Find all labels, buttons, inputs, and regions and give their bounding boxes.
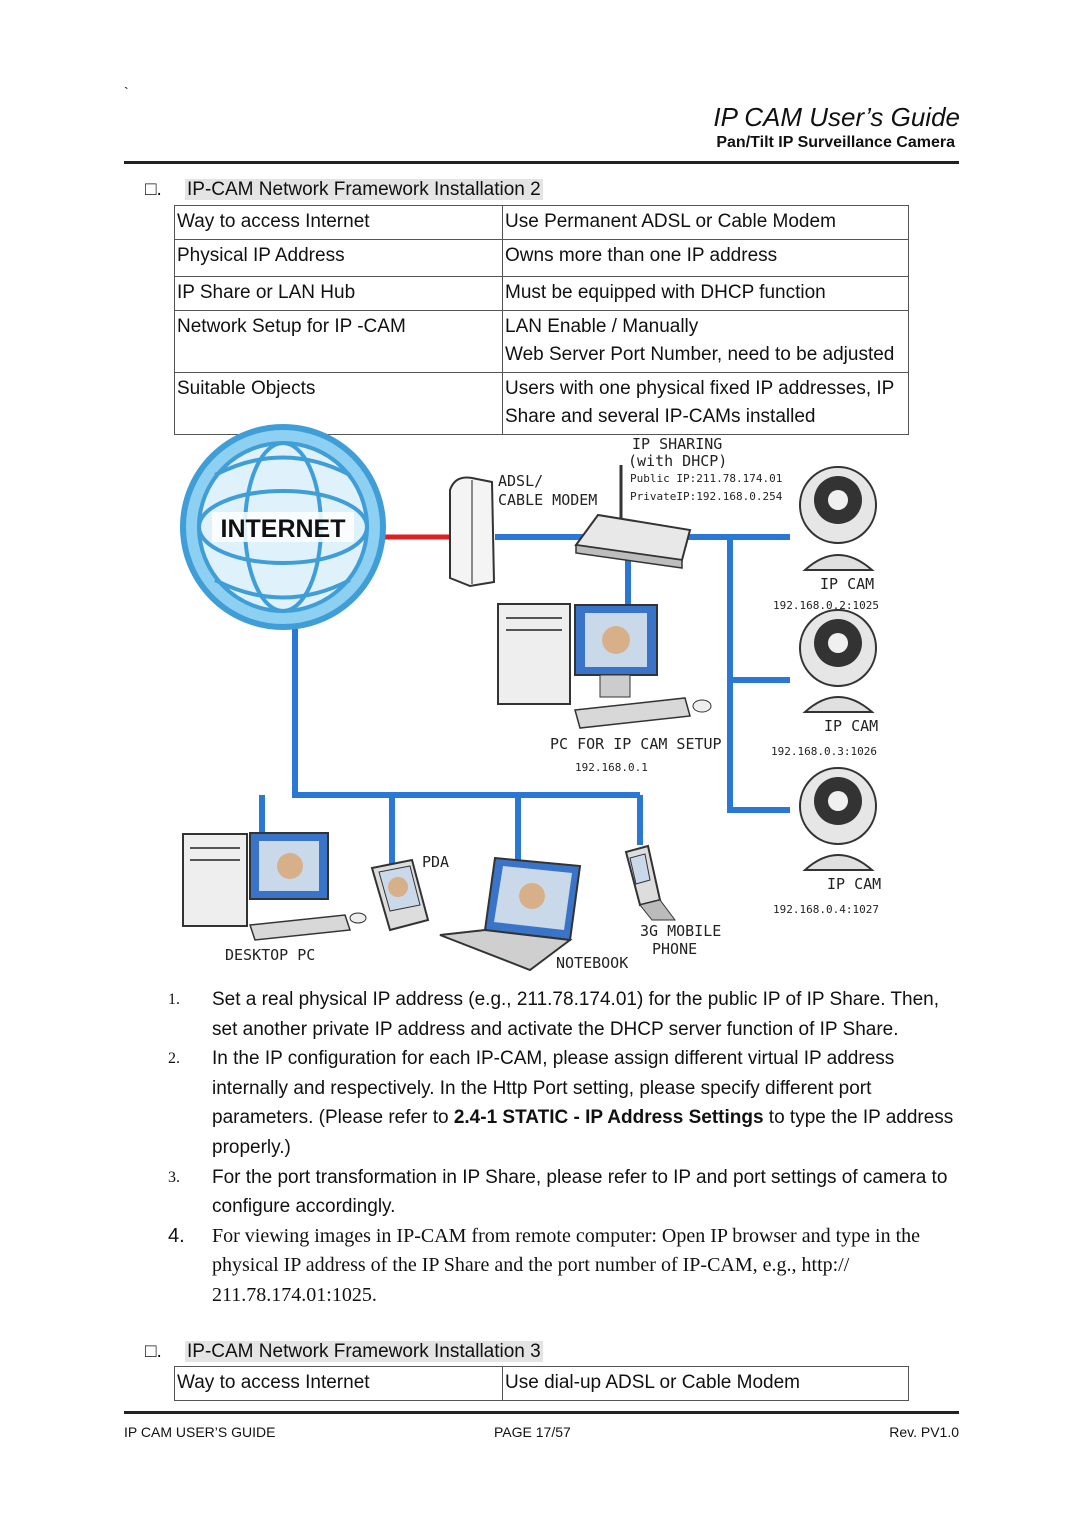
- desktop-pc-label: DESKTOP PC: [225, 946, 315, 964]
- ip-camera-icon: [799, 609, 877, 713]
- router-icon: [574, 465, 692, 569]
- notebook-icon: [439, 856, 582, 972]
- ip-camera-icon: [799, 466, 877, 571]
- internet-label: INTERNET: [221, 515, 346, 543]
- section-title: IP-CAM Network Framework Installation 2: [185, 179, 543, 200]
- modem-label: CABLE MODEM: [498, 491, 597, 509]
- section-number: □.: [145, 179, 162, 200]
- table-key: Physical IP Address: [174, 239, 503, 277]
- footer-revision: Rev. PV1.0: [889, 1424, 959, 1440]
- section-heading-3: □. IP-CAM Network Framework Installation …: [145, 1341, 543, 1363]
- sharing-public-ip: Public IP:211.78.174.01: [630, 472, 782, 485]
- sharing-private-ip: PrivateIP:192.168.0.254: [630, 490, 783, 503]
- table-row: Way to access Internet Use Permanent ADS…: [174, 205, 909, 240]
- page-number: PAGE 17/57: [494, 1424, 571, 1440]
- mobile-label: 3G MOBILE: [640, 922, 721, 940]
- ip-cam-address: 192.168.0.2:1025: [773, 599, 879, 612]
- step-text: For the port transformation in IP Share,…: [212, 1166, 948, 1218]
- mobile-phone-icon: [624, 844, 676, 921]
- sharing-label: (with DHCP): [628, 452, 727, 470]
- step-text: In the IP configuration for each IP-CAM,…: [212, 1048, 895, 1129]
- setup-pc-label: PC FOR IP CAM SETUP: [550, 735, 722, 753]
- mobile-label: PHONE: [652, 940, 697, 958]
- section-heading-2: □. IP-CAM Network Framework Installation …: [145, 179, 543, 201]
- list-item: 2. In the IP configuration for each IP-C…: [168, 1044, 968, 1162]
- modem-label: ADSL/: [498, 472, 543, 490]
- section-number: □.: [145, 1341, 162, 1362]
- table-value: Users with one physical fixed IP address…: [502, 372, 909, 435]
- table-row: Way to access Internet Use dial-up ADSL …: [174, 1366, 909, 1401]
- list-item: 4. For viewing images in IP-CAM from rem…: [168, 1222, 968, 1311]
- footer-doc-name: IP CAM USER’S GUIDE: [124, 1424, 276, 1440]
- list-number: 3.: [168, 1168, 180, 1186]
- table-row: Network Setup for IP -CAM LAN Enable / M…: [174, 310, 909, 373]
- table-value: Use Permanent ADSL or Cable Modem: [502, 205, 909, 240]
- list-number: 4.: [168, 1224, 185, 1247]
- doc-subtitle: Pan/Tilt IP Surveillance Camera: [716, 134, 955, 151]
- modem-icon: [449, 476, 496, 588]
- pda-icon: [370, 858, 430, 932]
- table-key: IP Share or LAN Hub: [174, 276, 503, 311]
- table-key: Suitable Objects: [174, 372, 503, 435]
- table-value: Use dial-up ADSL or Cable Modem: [502, 1366, 909, 1401]
- table-key: Network Setup for IP -CAM: [174, 310, 503, 373]
- desktop-computer-icon: [497, 603, 712, 729]
- table-row: IP Share or LAN Hub Must be equipped wit…: [174, 276, 909, 311]
- header-rule: [124, 161, 959, 164]
- table-value: Must be equipped with DHCP function: [502, 276, 909, 311]
- network-lines: [259, 534, 790, 865]
- setup-pc-ip: 192.168.0.1: [575, 761, 648, 774]
- table-key: Way to access Internet: [174, 1366, 503, 1401]
- step-text: For viewing images in IP-CAM from remote…: [212, 1224, 921, 1306]
- stray-mark: `: [124, 84, 129, 100]
- ip-cam-label: IP CAM: [827, 875, 881, 893]
- internet-globe-icon: INTERNET: [180, 424, 386, 630]
- table-key: Way to access Internet: [174, 205, 503, 240]
- spec-table-2: Way to access Internet Use Permanent ADS…: [174, 205, 909, 435]
- list-item: 1. Set a real physical IP address (e.g.,…: [168, 985, 968, 1044]
- network-diagram: INTERNET ADSL/ CABLE MODEM IP SHARING (w…: [180, 424, 881, 972]
- table-row: Suitable Objects Users with one physical…: [174, 372, 909, 435]
- ip-cam-label: IP CAM: [824, 717, 878, 735]
- table-value: Owns more than one IP address: [502, 239, 909, 277]
- list-number: 1.: [168, 991, 180, 1008]
- desktop-pc-icon: [182, 832, 367, 941]
- footer-rule: [124, 1411, 959, 1414]
- step-text: Set a real physical IP address (e.g., 21…: [212, 989, 940, 1040]
- ip-cam-address: 192.168.0.4:1027: [773, 903, 879, 916]
- ip-cam-address: 192.168.0.3:1026: [771, 745, 877, 758]
- step-text: to type the IP address properly.): [212, 1107, 954, 1158]
- ip-camera-icon: [799, 767, 877, 871]
- section-title: IP-CAM Network Framework Installation 3: [185, 1341, 543, 1362]
- step-reference: 2.4-1 STATIC - IP Address Settings: [453, 1107, 764, 1129]
- sharing-label: IP SHARING: [632, 435, 722, 453]
- pda-label: PDA: [422, 853, 449, 871]
- ip-cam-label: IP CAM: [820, 575, 874, 593]
- list-item: 3. For the port transformation in IP Sha…: [168, 1163, 968, 1222]
- spec-table-3: Way to access Internet Use dial-up ADSL …: [174, 1366, 909, 1401]
- instruction-list: 1. Set a real physical IP address (e.g.,…: [168, 985, 968, 1311]
- table-row: Physical IP Address Owns more than one I…: [174, 239, 909, 277]
- list-number: 2.: [168, 1050, 180, 1068]
- doc-title: IP CAM User’s Guide: [713, 102, 960, 132]
- notebook-label: NOTEBOOK: [556, 954, 628, 972]
